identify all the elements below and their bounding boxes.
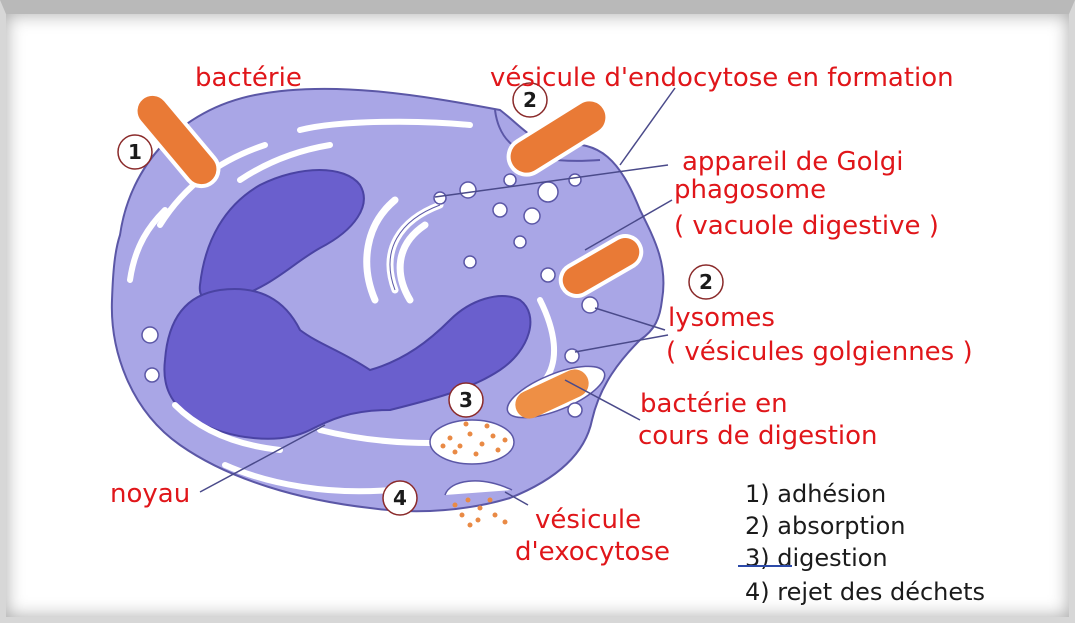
step-text-3: 3) digestion bbox=[745, 544, 888, 572]
label-bacterie: bactérie bbox=[195, 63, 302, 93]
label-vesicule-endocytose: vésicule d'endocytose en formation bbox=[490, 63, 954, 93]
step-circle-2-right: 2 bbox=[689, 265, 723, 299]
step-circle-1: 1 bbox=[118, 135, 152, 169]
label-bacterie-en: bactérie en bbox=[640, 389, 788, 419]
label-vacuole-digestive: ( vacuole digestive ) bbox=[674, 211, 939, 241]
svg-text:3: 3 bbox=[459, 388, 473, 412]
label-exocytose: d'exocytose bbox=[515, 537, 670, 567]
label-noyau: noyau bbox=[110, 479, 190, 509]
label-vesicules-golgiennes: ( vésicules golgiennes ) bbox=[666, 337, 973, 367]
label-appareil-golgi: appareil de Golgi bbox=[682, 147, 903, 177]
svg-text:4: 4 bbox=[393, 486, 407, 510]
step-text-1: 1) adhésion bbox=[745, 480, 886, 508]
step-text-4: 4) rejet des déchets bbox=[745, 578, 985, 606]
step-circle-3: 3 bbox=[449, 383, 483, 417]
residual-body bbox=[430, 420, 514, 464]
label-phagosome: phagosome bbox=[674, 175, 826, 205]
label-vesicule: vésicule bbox=[535, 505, 641, 535]
step-circle-4: 4 bbox=[383, 481, 417, 515]
svg-text:1: 1 bbox=[128, 140, 142, 164]
step-text-2: 2) absorption bbox=[745, 512, 905, 540]
label-cours-digestion: cours de digestion bbox=[638, 421, 878, 451]
label-lysomes: lysomes bbox=[668, 303, 775, 333]
svg-text:2: 2 bbox=[699, 270, 713, 294]
